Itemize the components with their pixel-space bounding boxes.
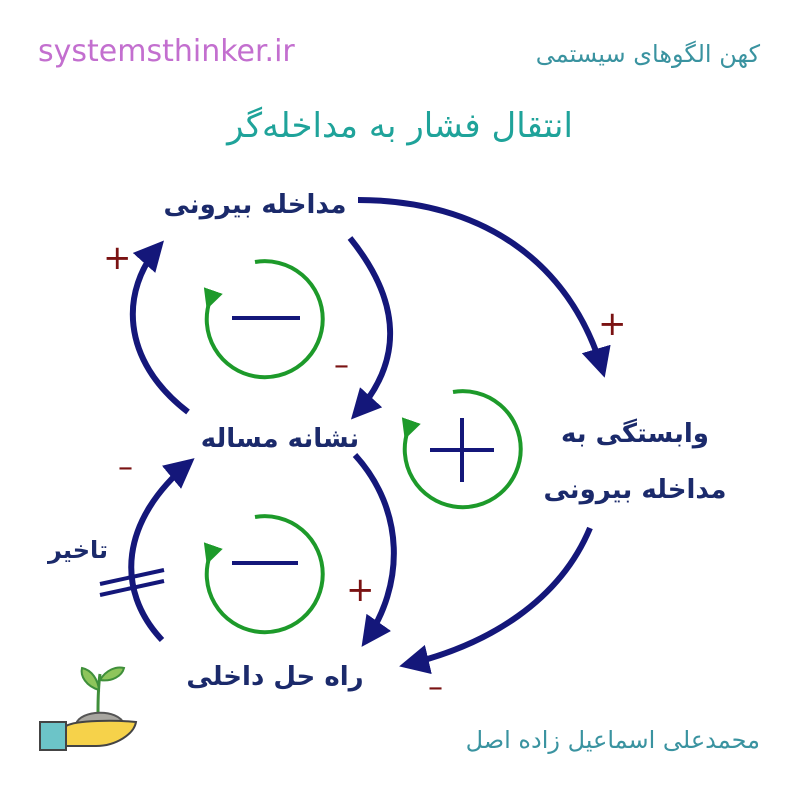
node-dependence-line1: وابستگی به: [561, 419, 709, 449]
node-external-intervention: مداخله بیرونی: [163, 190, 347, 220]
node-dependence-line2: مداخله بیرونی: [543, 475, 727, 505]
polarity-symptom-to-solution: +: [346, 570, 375, 610]
polarity-dependence-to-solution: –: [428, 670, 443, 705]
link-dependence-to-solution: [399, 526, 593, 675]
plant-hand-logo: [39, 666, 138, 751]
delay-label: تاخیر: [48, 536, 109, 564]
diagram-title: انتقال فشار به مداخله‌گر: [227, 106, 573, 146]
author-name: محمدعلی اسماعیل زاده اصل: [465, 726, 760, 754]
polarity-solution-to-symptom: –: [118, 450, 133, 485]
link-intervention-to-dependence: [357, 197, 611, 378]
middle-loop-reinforcing-sign: [430, 418, 494, 482]
link-intervention-to-symptom: [347, 236, 394, 420]
polarity-symptom-to-intervention: +: [103, 238, 132, 278]
delay-mark: [99, 568, 165, 597]
bottom-loop-arrow: [203, 514, 325, 635]
polarity-intervention-to-symptom: –: [334, 348, 349, 383]
link-symptom-to-solution: [352, 452, 397, 647]
link-symptom-to-intervention: [129, 240, 190, 415]
node-problem-symptom: نشانه مساله: [200, 424, 360, 454]
link-solution-to-symptom: [128, 458, 195, 643]
polarity-intervention-to-dependence: +: [598, 304, 627, 344]
middle-loop-arrow: [401, 389, 523, 510]
top-loop-arrow: [203, 259, 325, 380]
site-url[interactable]: systemsthinker.ir: [38, 34, 295, 69]
archetype-heading: کهن الگوهای سیستمی: [535, 40, 760, 68]
node-internal-solution: راه حل داخلی: [186, 662, 364, 692]
node-dependence: وابستگی به مداخله بیرونی: [520, 406, 750, 518]
